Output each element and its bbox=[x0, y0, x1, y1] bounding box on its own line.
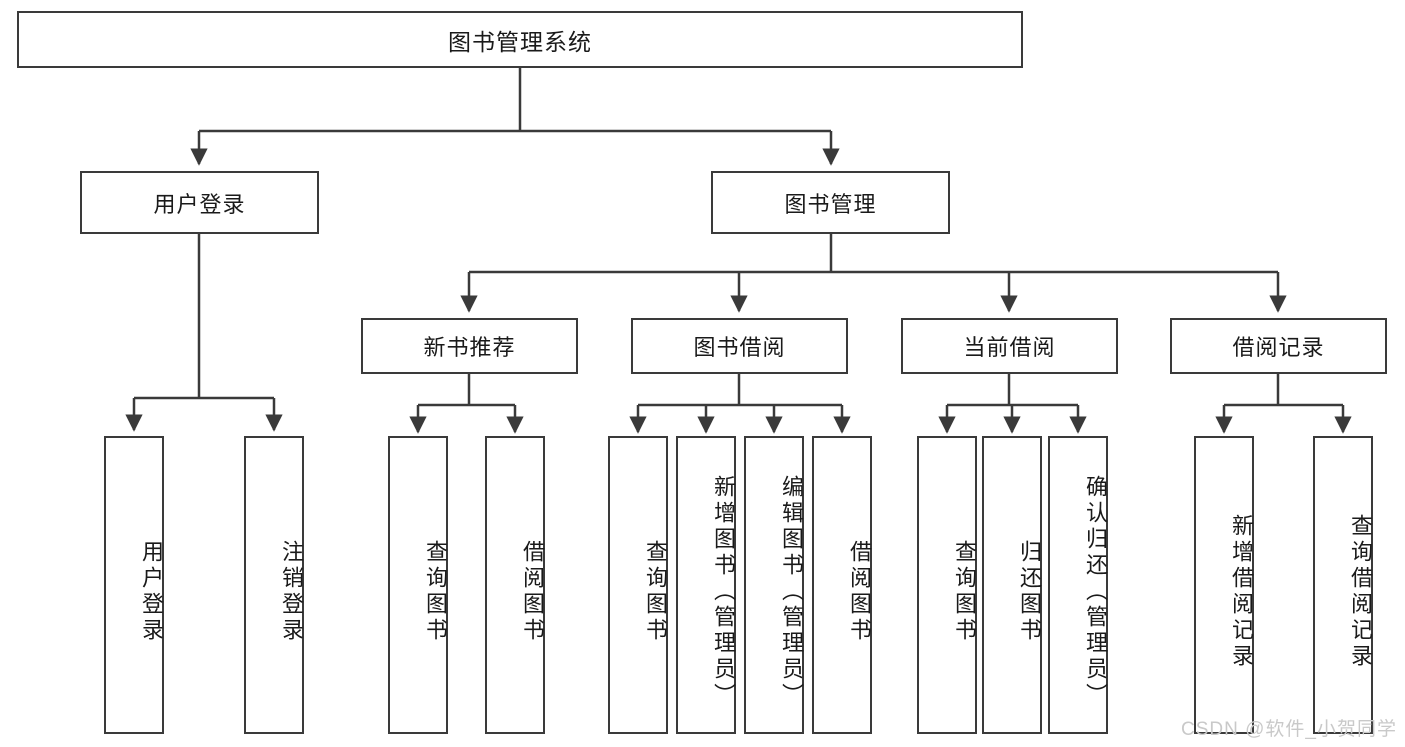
node-leaf-query-book-borrow[interactable]: 查询图书 bbox=[608, 436, 668, 734]
node-leaf-query-book-current[interactable]: 查询图书 bbox=[917, 436, 977, 734]
node-leaf-query-borrow-record[interactable]: 查询借阅记录 bbox=[1313, 436, 1373, 734]
node-new-book-recommend[interactable]: 新书推荐 bbox=[361, 318, 578, 374]
node-leaf-return-book[interactable]: 归还图书 bbox=[982, 436, 1042, 734]
node-leaf-add-book-admin[interactable]: 新增图书（管理员） bbox=[676, 436, 736, 734]
node-borrow-record[interactable]: 借阅记录 bbox=[1170, 318, 1387, 374]
node-book-borrow[interactable]: 图书借阅 bbox=[631, 318, 848, 374]
node-current-borrow[interactable]: 当前借阅 bbox=[901, 318, 1118, 374]
node-user-login[interactable]: 用户登录 bbox=[80, 171, 319, 234]
node-leaf-borrow-book-recommend[interactable]: 借阅图书 bbox=[485, 436, 545, 734]
node-leaf-add-borrow-record[interactable]: 新增借阅记录 bbox=[1194, 436, 1254, 734]
csdn-watermark: CSDN @软件_小贺同学 bbox=[1181, 719, 1397, 740]
node-root-system[interactable]: 图书管理系统 bbox=[17, 11, 1023, 68]
node-leaf-edit-book-admin[interactable]: 编辑图书（管理员） bbox=[744, 436, 804, 734]
node-leaf-confirm-return-admin[interactable]: 确认归还（管理员） bbox=[1048, 436, 1108, 734]
node-leaf-logout[interactable]: 注销登录 bbox=[244, 436, 304, 734]
node-leaf-borrow-book[interactable]: 借阅图书 bbox=[812, 436, 872, 734]
node-leaf-user-login[interactable]: 用户登录 bbox=[104, 436, 164, 734]
node-book-management[interactable]: 图书管理 bbox=[711, 171, 950, 234]
node-leaf-query-book-recommend[interactable]: 查询图书 bbox=[388, 436, 448, 734]
